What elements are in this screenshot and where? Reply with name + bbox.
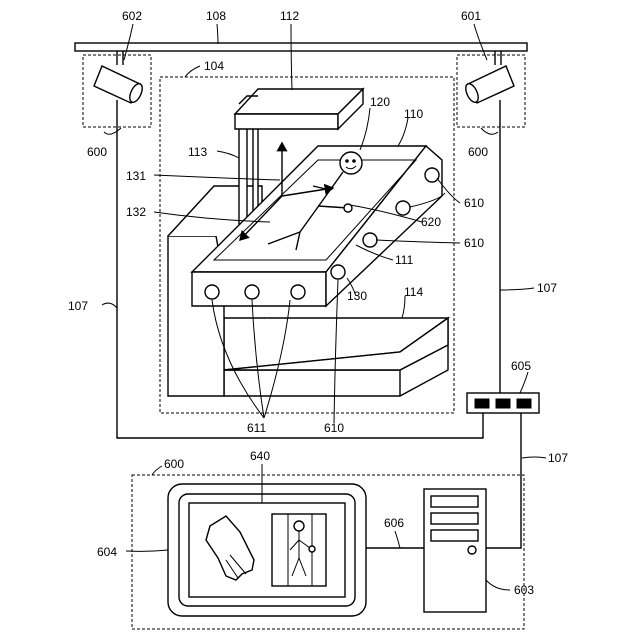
label-131: 131 — [126, 169, 146, 183]
light-611-b — [245, 285, 259, 299]
label-605: 605 — [511, 359, 531, 373]
label-610-c: 610 — [324, 421, 344, 435]
label-113: 113 — [188, 145, 207, 159]
label-108: 108 — [206, 9, 226, 23]
light-610-a — [425, 168, 439, 182]
label-604: 604 — [97, 545, 117, 559]
label-600-right: 600 — [468, 145, 488, 159]
computer-tower — [424, 489, 486, 612]
label-606: 606 — [384, 516, 404, 530]
right-camera-icon — [463, 51, 514, 104]
light-610-c — [363, 233, 377, 247]
label-620: 620 — [421, 215, 441, 229]
label-110: 110 — [404, 107, 423, 121]
label-114: 114 — [404, 285, 423, 299]
ceiling-rail — [75, 43, 527, 51]
light-610-b — [396, 201, 410, 215]
label-603: 603 — [514, 583, 534, 597]
display — [168, 484, 366, 616]
hub — [467, 393, 539, 413]
label-600-left: 600 — [87, 145, 107, 159]
label-120: 120 — [370, 95, 390, 109]
label-107-lower: 107 — [548, 451, 568, 465]
label-640: 640 — [250, 449, 270, 463]
label-104: 104 — [204, 59, 224, 73]
cable-lower — [486, 412, 521, 548]
label-107-right: 107 — [537, 281, 557, 295]
label-132: 132 — [126, 205, 146, 219]
top-head — [235, 89, 363, 129]
label-610-a: 610 — [464, 196, 484, 210]
label-602: 602 — [122, 9, 142, 23]
label-130: 130 — [347, 289, 367, 303]
label-111: 111 — [395, 253, 414, 267]
left-camera-icon — [94, 51, 145, 104]
label-610-b: 610 — [464, 236, 484, 250]
label-107-left: 107 — [68, 299, 88, 313]
label-611: 611 — [247, 421, 266, 435]
label-601: 601 — [461, 9, 481, 23]
light-610-d — [331, 265, 345, 279]
light-611-a — [205, 285, 219, 299]
light-611-c — [291, 285, 305, 299]
label-600-system: 600 — [164, 457, 184, 471]
label-112: 112 — [280, 9, 299, 23]
